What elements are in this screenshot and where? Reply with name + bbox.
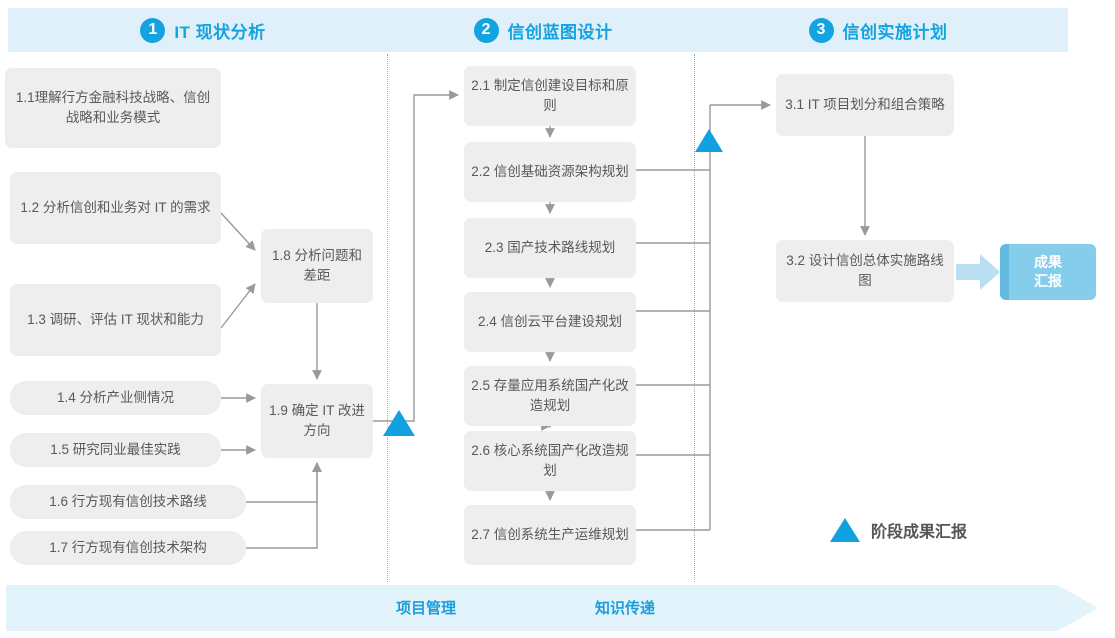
phase-label-3: 信创实施计划 — [842, 22, 948, 42]
deliverable-arrow-icon — [956, 254, 1000, 290]
process-box-1-4[interactable]: 1.4 分析产业侧情况 — [10, 381, 221, 415]
process-box-2-4[interactable]: 2.4 信创云平台建设规划 — [464, 292, 636, 352]
deliverable-line-1: 成果 — [1034, 254, 1062, 271]
phase-label-2: 信创蓝图设计 — [507, 22, 613, 42]
process-box-1-8[interactable]: 1.8 分析问题和差距 — [261, 229, 373, 303]
milestone-triangle-phase1 — [383, 410, 415, 436]
process-box-1-1[interactable]: 1.1理解行方金融科技战略、信创战略和业务模式 — [5, 68, 221, 148]
phase-label-1: IT 现状分析 — [174, 22, 266, 42]
phase-header-2[interactable]: 2 信创蓝图设计 — [378, 8, 708, 52]
phase-header-band: 1 IT 现状分析 2 信创蓝图设计 3 信创实施计划 — [0, 8, 1115, 52]
legend-triangle-icon — [830, 518, 860, 542]
milestone-triangle-phase2 — [695, 129, 723, 152]
phase-number-3: 3 — [808, 17, 834, 43]
process-box-2-2[interactable]: 2.2 信创基础资源架构规划 — [464, 142, 636, 202]
footer-band: 项目管理 知识传递 — [0, 585, 1115, 631]
phase-number-2: 2 — [473, 17, 499, 43]
legend-label: 阶段成果汇报 — [871, 524, 968, 541]
wire-19-to-21 — [373, 90, 459, 422]
process-box-1-5[interactable]: 1.5 研究同业最佳实践 — [10, 433, 221, 467]
phase-separator-2 — [694, 54, 695, 582]
process-box-1-9[interactable]: 1.9 确定 IT 改进方向 — [261, 384, 373, 458]
process-box-1-3[interactable]: 1.3 调研、评估 IT 现状和能力 — [10, 284, 221, 356]
deliverable-box[interactable]: 成果 汇报 — [1000, 244, 1096, 300]
wire-12-to-18 — [220, 212, 256, 251]
process-box-2-6[interactable]: 2.6 核心系统国产化改造规划 — [464, 431, 636, 491]
process-box-1-2[interactable]: 1.2 分析信创和业务对 IT 的需求 — [10, 172, 221, 244]
process-box-2-1[interactable]: 2.1 制定信创建设目标和原则 — [464, 66, 636, 126]
phase-number-1: 1 — [140, 17, 166, 43]
footer-background — [6, 585, 1059, 631]
process-box-2-5[interactable]: 2.5 存量应用系统国产化改造规划 — [464, 366, 636, 426]
phase-header-3[interactable]: 3 信创实施计划 — [688, 8, 1068, 52]
process-box-3-2[interactable]: 3.2 设计信创总体实施路线图 — [776, 240, 954, 302]
process-box-1-6[interactable]: 1.6 行方现有信创技术路线 — [10, 485, 246, 519]
phase-separator-1 — [387, 54, 388, 582]
phase-header-1[interactable]: 1 IT 现状分析 — [8, 8, 398, 52]
process-box-2-3[interactable]: 2.3 国产技术路线规划 — [464, 218, 636, 278]
process-box-3-1[interactable]: 3.1 IT 项目划分和组合策略 — [776, 74, 954, 136]
wire-16-to-19 — [246, 462, 322, 503]
footer-label-knowledge-transfer: 知识传递 — [595, 600, 656, 617]
process-box-2-7[interactable]: 2.7 信创系统生产运维规划 — [464, 505, 636, 565]
deliverable-line-2: 汇报 — [1034, 273, 1062, 289]
footer-label-project-management: 项目管理 — [396, 600, 457, 617]
legend: 阶段成果汇报 — [830, 518, 967, 542]
footer-arrow-tip — [1058, 585, 1098, 631]
wire-17-to-19 — [246, 462, 322, 549]
process-box-1-7[interactable]: 1.7 行方现有信创技术架构 — [10, 531, 246, 565]
wire-13-to-18 — [220, 283, 256, 329]
